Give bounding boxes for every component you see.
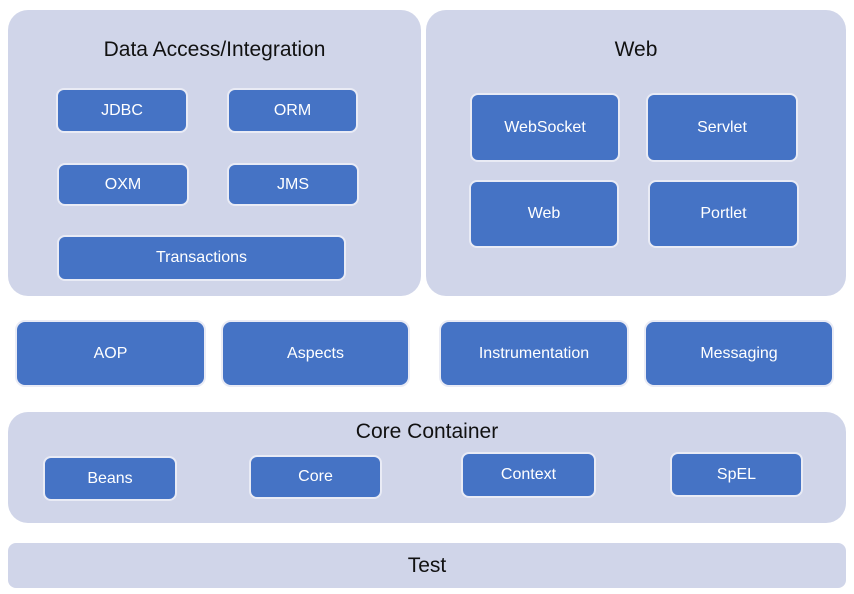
- group-core-container: Core Container Beans Core Context SpEL: [8, 412, 846, 523]
- module-box-portlet: Portlet: [648, 180, 799, 248]
- module-box-messaging: Messaging: [644, 320, 834, 387]
- module-box-transactions: Transactions: [57, 235, 346, 281]
- module-box-orm: ORM: [227, 88, 358, 133]
- module-box-context: Context: [461, 452, 596, 498]
- group-web: Web WebSocket Servlet Web Portlet: [426, 10, 846, 296]
- module-box-beans: Beans: [43, 456, 177, 501]
- module-box-web: Web: [469, 180, 619, 248]
- module-box-websocket: WebSocket: [470, 93, 620, 162]
- module-box-oxm: OXM: [57, 163, 189, 206]
- group-test: Test: [8, 543, 846, 588]
- group-title-web: Web: [614, 38, 658, 61]
- group-title-data-access: Data Access/Integration: [103, 38, 326, 61]
- group-title-test: Test: [407, 553, 447, 577]
- module-box-jdbc: JDBC: [56, 88, 188, 133]
- module-box-spel: SpEL: [670, 452, 803, 497]
- module-box-instrumentation: Instrumentation: [439, 320, 629, 387]
- group-title-core-container: Core Container: [355, 420, 499, 443]
- group-data-access: Data Access/Integration JDBC ORM OXM JMS…: [8, 10, 421, 296]
- module-box-core: Core: [249, 455, 382, 499]
- module-box-jms: JMS: [227, 163, 359, 206]
- module-box-aspects: Aspects: [221, 320, 410, 387]
- module-box-servlet: Servlet: [646, 93, 798, 162]
- module-box-aop: AOP: [15, 320, 206, 387]
